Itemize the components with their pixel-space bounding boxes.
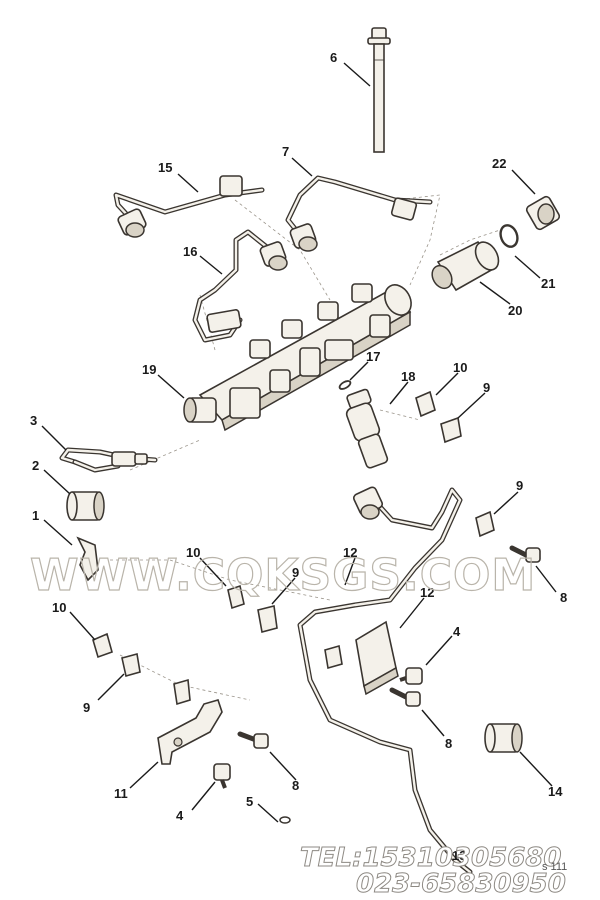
callout-4: 4: [453, 624, 461, 639]
callout-8: 8: [560, 590, 567, 605]
callout-10: 10: [186, 545, 200, 560]
callout-9: 9: [292, 565, 299, 580]
callout-5: 5: [246, 794, 253, 809]
callout-14: 14: [548, 784, 563, 799]
callout-21: 21: [541, 276, 555, 291]
callout-9: 9: [516, 478, 523, 493]
part-12-bracket: [355, 620, 399, 696]
callout-8: 8: [292, 778, 299, 793]
part-16-fuel-pipe: [192, 229, 288, 343]
watermark-tel: TEL:15310305680: [300, 843, 561, 873]
part-9-clip-right: [475, 510, 495, 538]
part-17-o-ring: [338, 380, 352, 390]
part-18-pressure-sensor: [345, 388, 389, 469]
callout-9: 9: [483, 380, 490, 395]
callout-12: 12: [343, 545, 357, 560]
callout-4: 4: [176, 808, 184, 823]
part-9-clip-pipe: [324, 644, 343, 670]
part-11-bracket: [157, 699, 223, 765]
callout-12: 12: [420, 585, 434, 600]
part-13-fuel-pipe: [297, 486, 473, 875]
part-21-o-ring: [499, 224, 519, 248]
callout-17: 17: [366, 349, 380, 364]
part-6-bolt: [367, 27, 391, 153]
callout-3: 3: [30, 413, 37, 428]
callout-9: 9: [83, 700, 90, 715]
callout-10: 10: [453, 360, 467, 375]
part-9-clip-left: [121, 653, 141, 678]
part-14-bushing: [484, 723, 523, 753]
callout-8: 8: [445, 736, 452, 751]
part-22-plug: [525, 195, 561, 231]
part-9-clip-upper: [440, 416, 462, 444]
part-8-bolt-right: [509, 545, 541, 563]
part-4-bolt-right: [399, 667, 423, 685]
callout-leaders: [41, 62, 557, 823]
part-19-fuel-rail: [183, 283, 412, 432]
part-8-bolt-middle: [389, 687, 421, 707]
callout-7: 7: [282, 144, 289, 159]
callout-20: 20: [508, 303, 522, 318]
watermark: WWW.CQKSGS.COM TEL:15310305680 023-65830…: [29, 549, 567, 899]
watermark-phone: 023-65830950: [356, 869, 566, 899]
part-9-clip-middle: [257, 605, 278, 633]
part-15-fuel-pipe: [113, 175, 265, 238]
callout-18: 18: [401, 369, 415, 384]
part-10-grommet-middle: [227, 584, 245, 610]
callout-10: 10: [52, 600, 66, 615]
callout-13: 13: [452, 848, 466, 863]
part-3-sensor-harness: [59, 447, 158, 473]
callout-19: 19: [142, 362, 156, 377]
part-20-pressure-valve: [431, 240, 500, 292]
part-9-clip-lower: [173, 678, 191, 706]
callout-15: 15: [158, 160, 172, 175]
part-2-bushing: [66, 491, 105, 521]
part-10-grommet-left: [92, 632, 113, 659]
callout-16: 16: [183, 244, 197, 259]
drawing-code: s 111: [542, 861, 567, 873]
callout-numbers: 6 7 15 22 16 21 20 17 19 18 10 9 3 2 9 1…: [30, 50, 567, 863]
callout-11: 11: [114, 786, 128, 801]
part-4-bolt-lower: [213, 763, 231, 789]
callout-22: 22: [492, 156, 506, 171]
part-10-grommet-upper: [415, 390, 436, 418]
callout-6: 6: [330, 50, 337, 65]
callout-2: 2: [32, 458, 39, 473]
part-7-fuel-pipe: [285, 175, 433, 252]
part-8-bolt-lower: [237, 731, 269, 749]
callout-1: 1: [32, 508, 39, 523]
part-1-clamp: [76, 536, 99, 582]
watermark-site: WWW.CQKSGS.COM: [30, 550, 536, 601]
part-5-washer: [279, 816, 291, 824]
